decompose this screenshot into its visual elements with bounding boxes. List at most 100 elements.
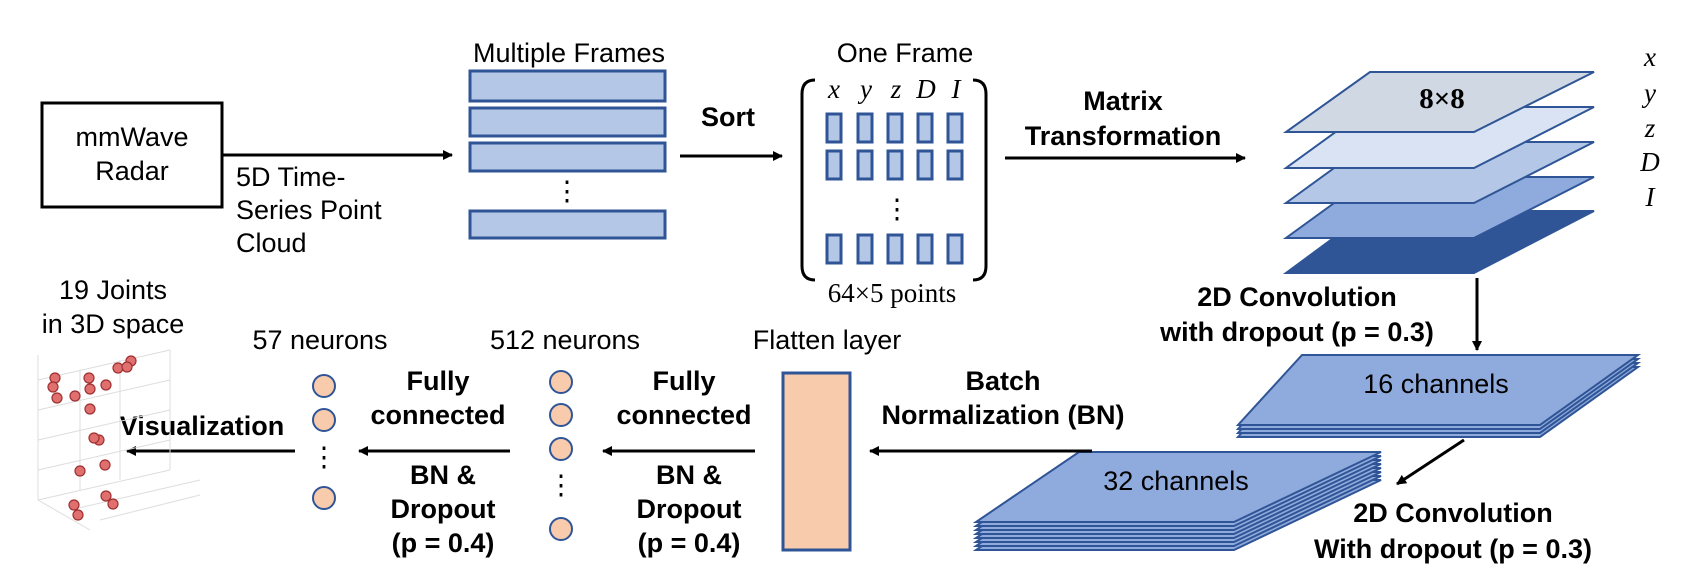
point-cloud-label-line2: Series Point: [236, 195, 382, 225]
layer-label-y: y: [1641, 78, 1656, 108]
matrix-ellipsis: ⋮: [884, 194, 911, 224]
frame-rect: [468, 209, 667, 240]
batch-norm-label-line2: Normalization (BN): [882, 400, 1125, 430]
matrix-cell: [825, 149, 843, 181]
matrix-cell: [946, 233, 964, 265]
flatten-layer-title: Flatten layer: [753, 325, 902, 355]
joint-points: [47, 355, 137, 521]
channels-32-stack: [972, 451, 1382, 551]
conv2-label-line1: 2D Convolution: [1353, 498, 1552, 528]
layer-x: [1282, 71, 1595, 133]
matrix-cells: [825, 112, 964, 265]
joints-title-line2: in 3D space: [42, 309, 185, 339]
matrix-transformation-label-line1: Matrix: [1083, 86, 1163, 116]
fc512-label-line2: connected: [616, 400, 751, 430]
matrix-cell: [886, 149, 904, 181]
channels-32-label: 32 channels: [1103, 466, 1249, 496]
fc57-label-line1: Fully: [406, 366, 469, 396]
frame-rect: [468, 69, 667, 103]
matrix-left-bracket: [800, 78, 816, 282]
channels-16-label: 16 channels: [1363, 369, 1509, 399]
neurons-512-title: 512 neurons: [490, 325, 640, 355]
neurons-512-ellipsis: ⋮: [548, 470, 575, 500]
neuron-57: [312, 408, 336, 432]
radar-label-line1: mmWave: [76, 122, 189, 152]
matrix-column-header: I: [951, 74, 963, 104]
joint-point: [121, 361, 133, 373]
joint-point: [51, 392, 63, 404]
joint-point: [99, 459, 111, 471]
neuron-512: [549, 370, 573, 394]
matrix-cell: [916, 112, 934, 144]
conv2-label-line2: With dropout (p = 0.3): [1314, 534, 1592, 564]
fc512-bn-line1: BN &: [656, 460, 722, 490]
fc512-label-line1: Fully: [652, 366, 715, 396]
joint-point: [49, 372, 61, 384]
conv1-label-line1: 2D Convolution: [1197, 282, 1396, 312]
flatten-layer-box: [781, 371, 852, 552]
batch-norm-label-line1: Batch: [965, 366, 1040, 396]
matrix-cell: [856, 149, 874, 181]
fc57-bn-line1: BN &: [410, 460, 476, 490]
multiple-frames-title: Multiple Frames: [473, 38, 665, 68]
matrix-cell: [946, 149, 964, 181]
matrix-cell: [916, 149, 934, 181]
matrix-caption: 64×5 points: [828, 278, 957, 308]
frame-rect: [468, 106, 667, 138]
conv1-label-line2: with dropout (p = 0.3): [1159, 317, 1434, 347]
one-frame-title: One Frame: [837, 38, 974, 68]
matrix-cell: [856, 233, 874, 265]
fc57-bn-line3: (p = 0.4): [392, 528, 495, 558]
sort-label: Sort: [701, 102, 755, 132]
frame-rect: [468, 141, 667, 173]
neuron-57: [312, 486, 336, 510]
matrix-column-header: y: [857, 74, 872, 104]
matrix-transformation-label-line2: Transformation: [1025, 121, 1222, 151]
fc512-bn-line2: Dropout: [637, 494, 742, 524]
joint-point: [72, 509, 84, 521]
layer-label-D: D: [1639, 147, 1660, 177]
joints-title-line1: 19 Joints: [59, 275, 167, 305]
frames-ellipsis: ⋮: [554, 176, 581, 206]
joint-point: [47, 381, 59, 393]
fc57-label-line2: connected: [370, 400, 505, 430]
matrix-cell: [825, 112, 843, 144]
matrix-cell: [856, 112, 874, 144]
radar-label-line2: Radar: [95, 156, 169, 186]
visualization-label: Visualization: [120, 411, 285, 441]
stack-8x8-label: 8×8: [1419, 83, 1465, 115]
layer-label-z: z: [1644, 113, 1656, 143]
joint-point: [107, 498, 119, 510]
joint-point: [88, 432, 100, 444]
joint-point: [69, 390, 81, 402]
neuron-57: [312, 374, 336, 398]
neuron-512: [549, 517, 573, 541]
neurons-57-ellipsis: ⋮: [311, 442, 338, 472]
fc57-bn-line2: Dropout: [391, 494, 496, 524]
joint-point: [74, 465, 86, 477]
matrix-cell: [886, 112, 904, 144]
neuron-512: [549, 403, 573, 427]
matrix-right-bracket: [972, 78, 988, 282]
joint-point: [83, 372, 95, 384]
point-cloud-label-line3: Cloud: [236, 228, 307, 258]
matrix-column-header: x: [827, 74, 840, 104]
joint-point: [100, 379, 112, 391]
point-cloud-label-line1: 5D Time-: [236, 162, 346, 192]
matrix-column-header: D: [915, 74, 936, 104]
matrix-cell: [886, 233, 904, 265]
matrix-cell: [946, 112, 964, 144]
layer-label-x: x: [1643, 42, 1656, 72]
radar-box: [40, 101, 224, 209]
matrix-cell: [916, 233, 934, 265]
conv2-arrow: [1396, 438, 1465, 486]
fc512-bn-line3: (p = 0.4): [638, 528, 741, 558]
matrix-cell: [825, 233, 843, 265]
joint-point: [84, 403, 96, 415]
matrix-column-header: z: [890, 74, 902, 104]
channels-16-stack: [1235, 354, 1642, 438]
joint-point: [84, 383, 96, 395]
joint-point: [68, 499, 80, 511]
neurons-57-title: 57 neurons: [252, 325, 387, 355]
